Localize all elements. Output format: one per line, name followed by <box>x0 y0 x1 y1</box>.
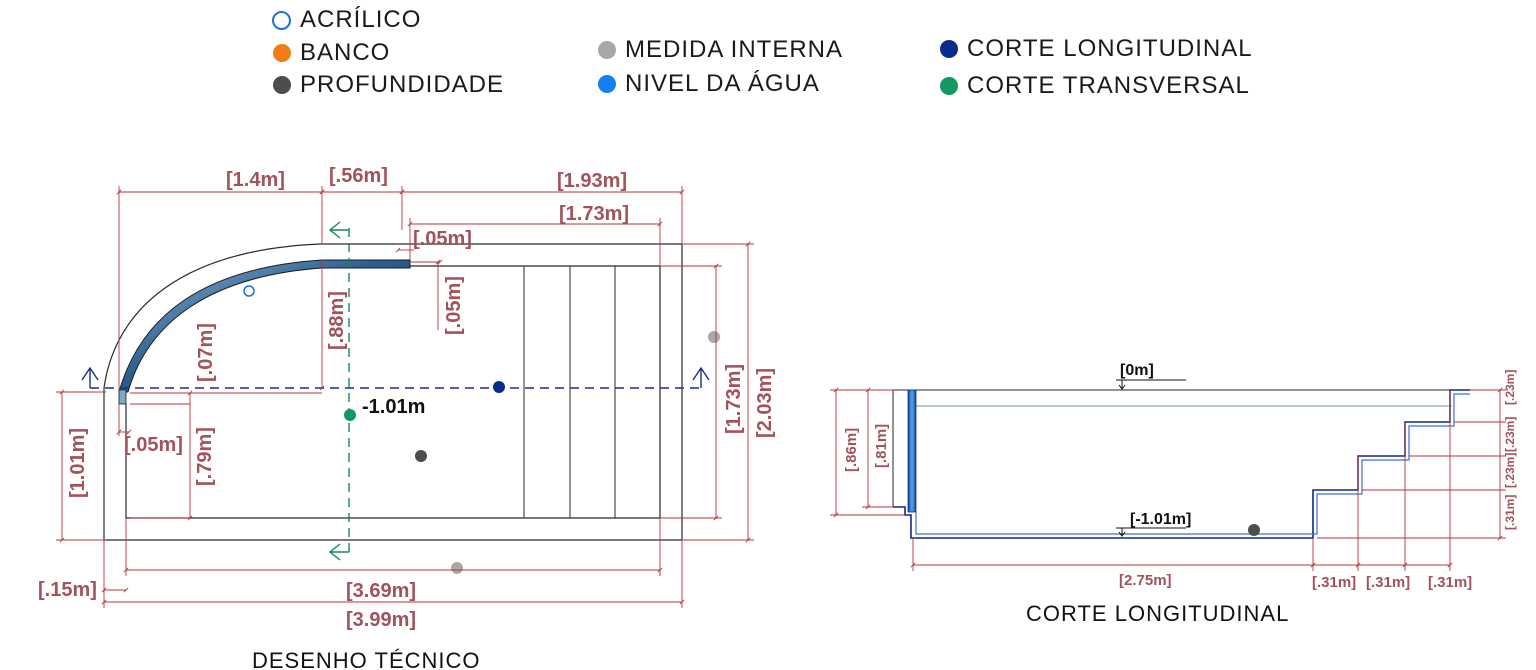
legend-corte-longitudinal: CORTE LONGITUDINAL <box>940 35 1253 63</box>
level-bottom-label: [-1.01m] <box>1130 511 1191 528</box>
dim-1-4: [1.4m] <box>226 169 285 191</box>
dim-56: [.56m] <box>329 165 388 187</box>
riser-23-c: [.23m] <box>1503 453 1517 488</box>
section-view: [0m] [-1.01m] [ <box>830 362 1517 626</box>
dim-31-c: [.31m] <box>1428 574 1472 591</box>
section-profile-inner <box>915 393 1470 535</box>
riser-23-b: [.23m] <box>1503 417 1517 452</box>
circle-outline-icon <box>272 10 291 30</box>
acrylic-marker <box>243 285 255 297</box>
legend-label: BANCO <box>300 39 391 66</box>
light-gray-dot-icon <box>598 41 616 59</box>
green-dot-icon <box>940 77 958 95</box>
internal-measure-marker <box>708 331 720 343</box>
transversal-marker <box>344 409 356 421</box>
dim-2-75: [2.75m] <box>1119 572 1172 589</box>
plan-view: -1.01m <box>38 165 776 670</box>
dim-1-73-right: [1.73m] <box>723 364 745 434</box>
dim-07: [.07m] <box>195 323 217 382</box>
level-arrow-icon <box>1118 380 1126 390</box>
level-arrow-icon <box>1118 528 1126 537</box>
dim-1-73-top: [1.73m] <box>559 203 629 225</box>
dim-1-01: [1.01m] <box>67 428 89 498</box>
dark-gray-dot-icon <box>273 76 291 94</box>
legend-label: PROFUNDIDADE <box>300 71 505 98</box>
acrylic-wall <box>907 389 917 513</box>
cut-arrow-left-icon <box>81 366 99 388</box>
plan-dimensions <box>56 186 754 608</box>
navy-dot-icon <box>940 40 958 58</box>
cut-arrow-right-icon <box>692 366 710 388</box>
blue-dot-icon <box>598 75 616 93</box>
dim-81: [.81m] <box>873 424 890 468</box>
legend-medida-interna: MEDIDA INTERNA <box>598 36 843 64</box>
legend-label: ACRÍLICO <box>300 6 422 33</box>
level-top-label: [0m] <box>1120 362 1154 379</box>
legend-banco: BANCO <box>273 39 390 67</box>
legend-label: NIVEL DA ÁGUA <box>625 70 820 97</box>
depth-marker <box>415 450 427 462</box>
legend-nivel-agua: NIVEL DA ÁGUA <box>598 70 820 98</box>
legend-corte-transversal: CORTE TRANSVERSAL <box>940 72 1250 100</box>
legend-label: CORTE LONGITUDINAL <box>967 35 1253 62</box>
dim-2-03: [2.03m] <box>754 368 776 438</box>
dim-15: [.15m] <box>38 579 97 601</box>
legend-label: MEDIDA INTERNA <box>625 36 844 63</box>
acrylic-base <box>118 389 127 405</box>
dim-3-99: [3.99m] <box>346 609 416 631</box>
legend-profundidade: PROFUNDIDADE <box>273 71 504 99</box>
dim-31-b: [.31m] <box>1366 574 1410 591</box>
section-profile-outer <box>893 389 1470 539</box>
orange-dot-icon <box>273 44 291 62</box>
dim-05-left: [.05m] <box>124 434 183 456</box>
cut-arrow-top-icon <box>328 221 349 239</box>
section-dimensions <box>830 387 1506 571</box>
riser-23-a: [.23m] <box>1503 370 1517 405</box>
plan-caption: DESENHO TÉCNICO <box>252 648 481 670</box>
depth-marker <box>1248 524 1260 536</box>
internal-measure-marker <box>451 562 463 574</box>
dim-79: [.79m] <box>194 427 216 486</box>
dim-31-a: [.31m] <box>1312 574 1356 591</box>
legend-label: CORTE TRANSVERSAL <box>967 72 1250 99</box>
dim-05-top: [.05m] <box>413 228 472 250</box>
longitudinal-marker <box>493 381 505 393</box>
pool-outer-outline <box>103 243 683 541</box>
dim-88: [.88m] <box>326 291 348 350</box>
riser-31: [.31m] <box>1503 495 1517 530</box>
depth-label: -1.01m <box>362 396 425 418</box>
section-caption: CORTE LONGITUDINAL <box>1026 601 1289 626</box>
dim-05-vertical: [.05m] <box>443 276 465 335</box>
dim-86: [.86m] <box>843 428 860 472</box>
acrylic-window <box>118 259 411 393</box>
legend-acrilico: ACRÍLICO <box>272 6 421 34</box>
cut-arrow-bottom-icon <box>328 543 349 561</box>
dim-3-69: [3.69m] <box>346 580 416 602</box>
dim-1-93: [1.93m] <box>557 170 627 192</box>
